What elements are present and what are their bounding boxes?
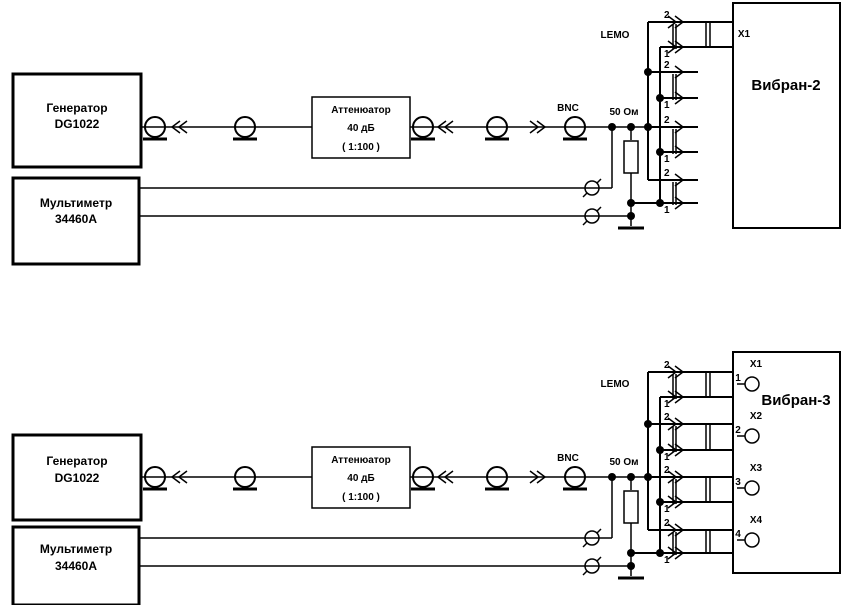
attenuator-value: 40 дБ (347, 473, 374, 484)
resistor-50-ohm (623, 490, 639, 524)
pin-label: 2 (664, 360, 670, 371)
device-label: Вибран-3 (761, 392, 830, 409)
attenuator-box (311, 446, 411, 509)
lemo-label: LEMO (601, 379, 630, 390)
pin-label: 1 (664, 100, 670, 111)
multimeter-box (11, 176, 141, 266)
port-label-x4: X4 (750, 515, 763, 526)
pin-label: 1 (664, 555, 670, 566)
resistor-label: 50 Ом (609, 107, 638, 118)
pin-label: 2 (664, 518, 670, 529)
port-number: 1 (735, 373, 741, 384)
attenuator-box (311, 96, 411, 159)
port-label: X1 (738, 29, 751, 40)
pin-label: 1 (664, 49, 670, 60)
bnc-port-icon (744, 532, 760, 548)
generator-box (11, 433, 143, 522)
bnc-label: BNC (557, 453, 579, 464)
multimeter-label: Мультиметр (40, 196, 112, 210)
attenuator-value: 40 дБ (347, 123, 374, 134)
device-box (732, 351, 841, 574)
generator-model: DG1022 (55, 471, 100, 485)
diagram-vibran-3: Генератор DG1022 Мультиметр 34460A Аттен… (11, 351, 841, 605)
port-label-x3: X3 (750, 463, 763, 474)
bnc-port-icon (744, 428, 760, 444)
port-label-x2: X2 (750, 411, 763, 422)
pin-label: 2 (664, 10, 670, 21)
generator-model: DG1022 (55, 117, 100, 131)
port-number: 2 (735, 425, 741, 436)
pin-label: 1 (664, 399, 670, 410)
pin-label: 2 (664, 465, 670, 476)
pin-label: 1 (664, 154, 670, 165)
port-number: 3 (735, 477, 741, 488)
multimeter-model: 34460A (55, 559, 97, 573)
pin-label: 2 (664, 168, 670, 179)
pin-label: 2 (664, 60, 670, 71)
bnc-port-icon (744, 480, 760, 496)
generator-box (11, 72, 143, 169)
bnc-port-icon (744, 376, 760, 392)
bnc-label: BNC (557, 103, 579, 114)
resistor-50-ohm (623, 140, 639, 174)
lemo-label: LEMO (601, 30, 630, 41)
pin-label: 2 (664, 412, 670, 423)
diagram-vibran-2: Генератор DG1022 Мультиметр 34460A Аттен… (11, 2, 841, 266)
pin-label: 1 (664, 205, 670, 216)
multimeter-label: Мультиметр (40, 542, 112, 556)
resistor-label: 50 Ом (609, 457, 638, 468)
attenuator-ratio: ( 1:100 ) (342, 492, 380, 503)
pin-label: 2 (664, 115, 670, 126)
attenuator-label: Аттенюатор (331, 105, 391, 116)
generator-label: Генератор (46, 101, 107, 115)
multimeter-model: 34460A (55, 212, 97, 226)
attenuator-ratio: ( 1:100 ) (342, 142, 380, 153)
pin-label: 1 (664, 504, 670, 515)
port-label-x1: X1 (750, 359, 763, 370)
device-label: Вибран-2 (751, 77, 820, 94)
generator-label: Генератор (46, 454, 107, 468)
multimeter-box (11, 525, 141, 605)
port-number: 4 (735, 529, 741, 540)
pin-label: 1 (664, 452, 670, 463)
device-box (732, 2, 841, 229)
attenuator-label: Аттенюатор (331, 455, 391, 466)
